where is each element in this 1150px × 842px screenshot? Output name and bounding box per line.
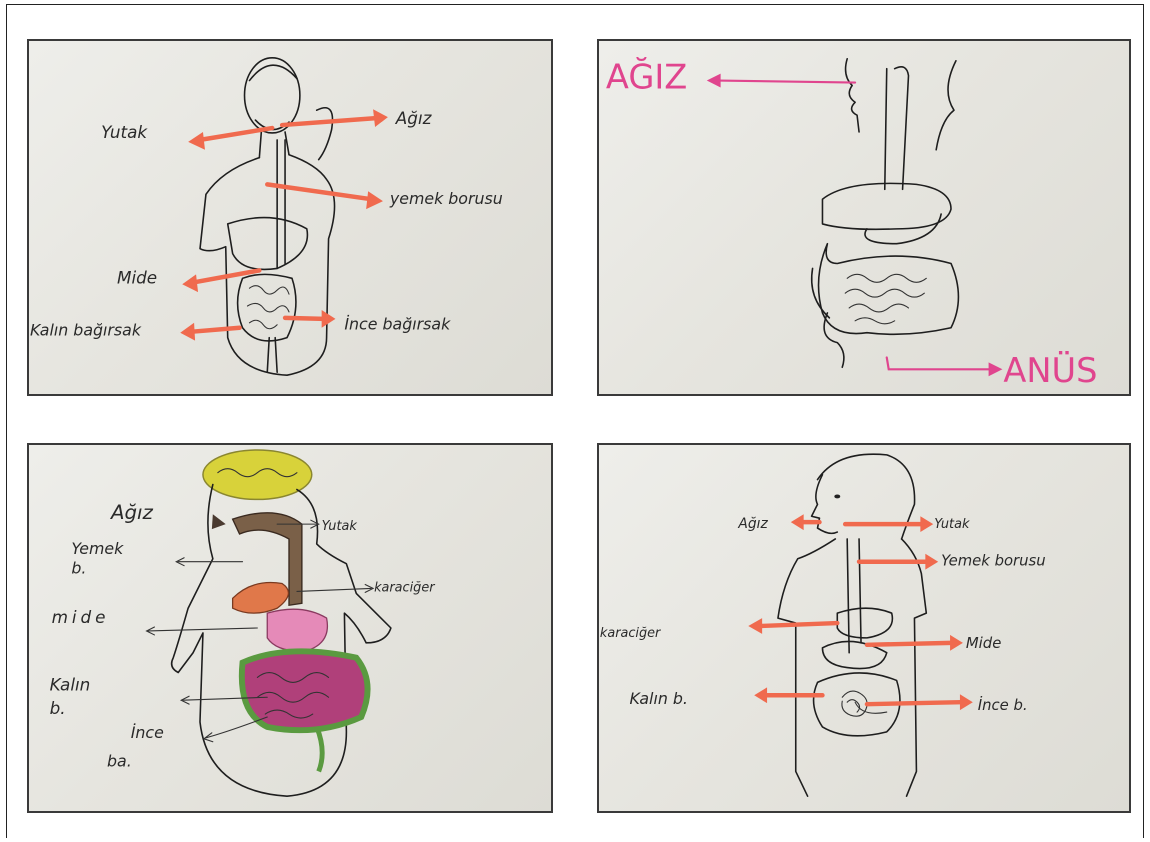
label-agiz-2: AĞIZ <box>606 56 687 96</box>
drawing-panel-1: Ağız Yutak yemek borusu Mide Kalın bağır… <box>27 39 553 396</box>
label-ince-line2-3: ba. <box>107 751 132 770</box>
label-kalin-b-4: Kalın b. <box>630 689 688 708</box>
label-agiz-3: Ağız <box>109 501 154 524</box>
label-yemek-line2-3: b. <box>71 559 86 578</box>
organs-3 <box>233 513 368 772</box>
label-ince-bagirsak-1: İnce bağırsak <box>344 315 451 334</box>
label-yutak-3: Yutak <box>322 519 358 534</box>
drawing-2-svg: AĞIZ ANÜS <box>599 41 1129 394</box>
label-kalin-line1-3: Kalın <box>50 674 91 694</box>
drawing-panel-2: AĞIZ ANÜS <box>597 39 1131 396</box>
label-mide-4: Mide <box>966 635 1001 652</box>
label-yemek-line1-3: Yemek <box>71 539 124 558</box>
label-anus-2: ANÜS <box>1003 350 1097 390</box>
label-yemek-borusu-1: yemek borusu <box>389 189 503 208</box>
label-ince-line1-3: İnce <box>131 723 164 742</box>
label-yemek-borusu-4: Yemek borusu <box>941 553 1046 570</box>
drawing-4-svg: Ağız Yutak Yemek borusu karaciğer Mide K… <box>599 445 1129 811</box>
drawing-3-svg: Ağız Yutak Yemek b. karaciğer mide Kalın… <box>29 445 551 811</box>
label-agiz-1: Ağız <box>395 108 433 128</box>
label-yutak-1: Yutak <box>101 122 148 142</box>
label-karaciger-4: karaciğer <box>600 626 661 641</box>
drawing-panel-4: Ağız Yutak Yemek borusu karaciğer Mide K… <box>597 443 1131 813</box>
label-kalin-line2-3: b. <box>50 698 66 718</box>
label-karaciger-3: karaciğer <box>374 580 435 595</box>
drawing-panel-3: Ağız Yutak Yemek b. karaciğer mide Kalın… <box>27 443 553 813</box>
label-mide-1: Mide <box>117 267 157 287</box>
drawing-1-svg: Ağız Yutak yemek borusu Mide Kalın bağır… <box>29 41 551 394</box>
label-agiz-4: Ağız <box>737 516 768 532</box>
label-kalin-bagirsak-1: Kalın bağırsak <box>30 321 142 340</box>
label-ince-b-4: İnce b. <box>978 696 1028 714</box>
label-mide-3: mide <box>52 607 110 627</box>
digestive-outline-2 <box>812 59 959 368</box>
label-yutak-4: Yutak <box>934 517 970 532</box>
